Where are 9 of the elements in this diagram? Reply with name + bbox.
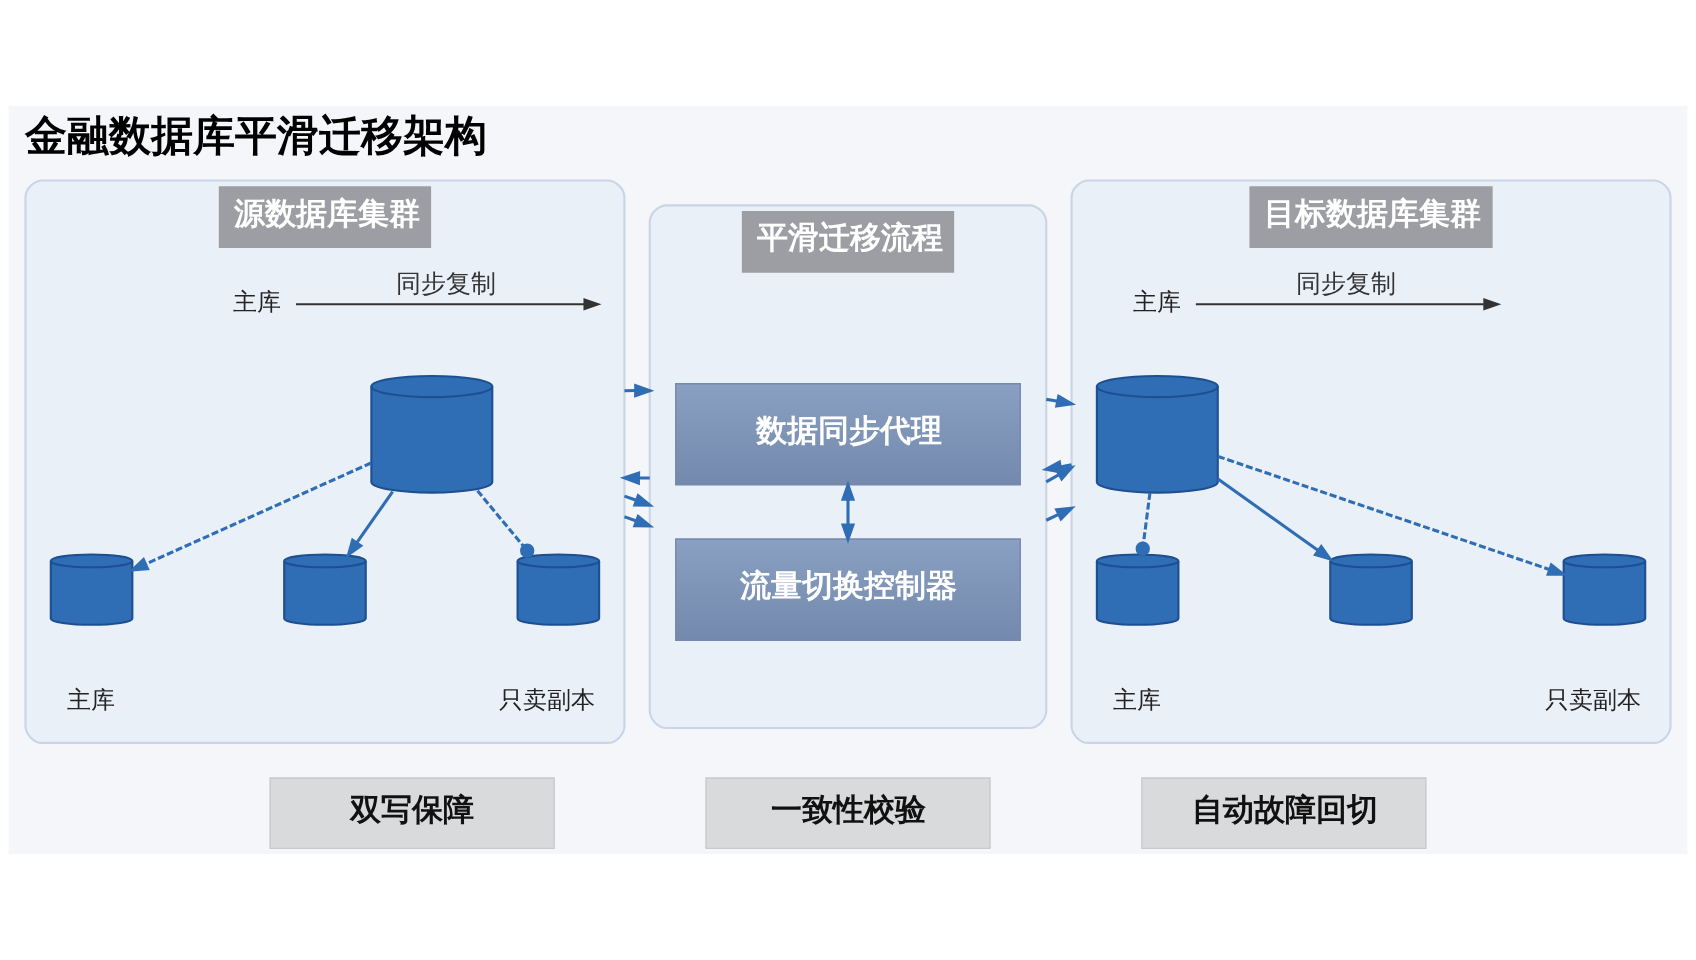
edge-label: 同步复制 — [395, 269, 496, 299]
edge-label: 同步复制 — [1295, 269, 1396, 299]
node-text: 主库 — [232, 288, 281, 317]
node-label: 主库 — [1113, 685, 1162, 714]
node-label: 只卖副本 — [1545, 685, 1642, 714]
node-label: 主库 — [66, 685, 115, 714]
node-text: 主库 — [1132, 288, 1181, 317]
node-label: 只卖副本 — [499, 685, 596, 714]
diagram-title: 金融数据库平滑迁移架构 — [25, 110, 488, 160]
